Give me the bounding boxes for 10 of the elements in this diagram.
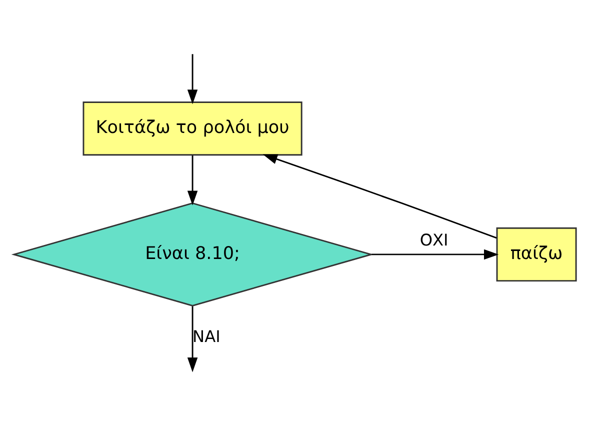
node-box: παίζω [496, 226, 577, 282]
edge-label: ΝΑΙ [192, 326, 220, 346]
arrow [372, 248, 499, 260]
node-diamond: Είναι 8.10; [11, 202, 374, 306]
arrow [262, 154, 497, 238]
edge-label: ΟΧΙ [420, 230, 448, 249]
arrow [187, 54, 198, 104]
node-box: Κοιτάζω το ρολόι μου [82, 100, 302, 156]
arrow [187, 306, 198, 372]
arrow [187, 155, 198, 205]
